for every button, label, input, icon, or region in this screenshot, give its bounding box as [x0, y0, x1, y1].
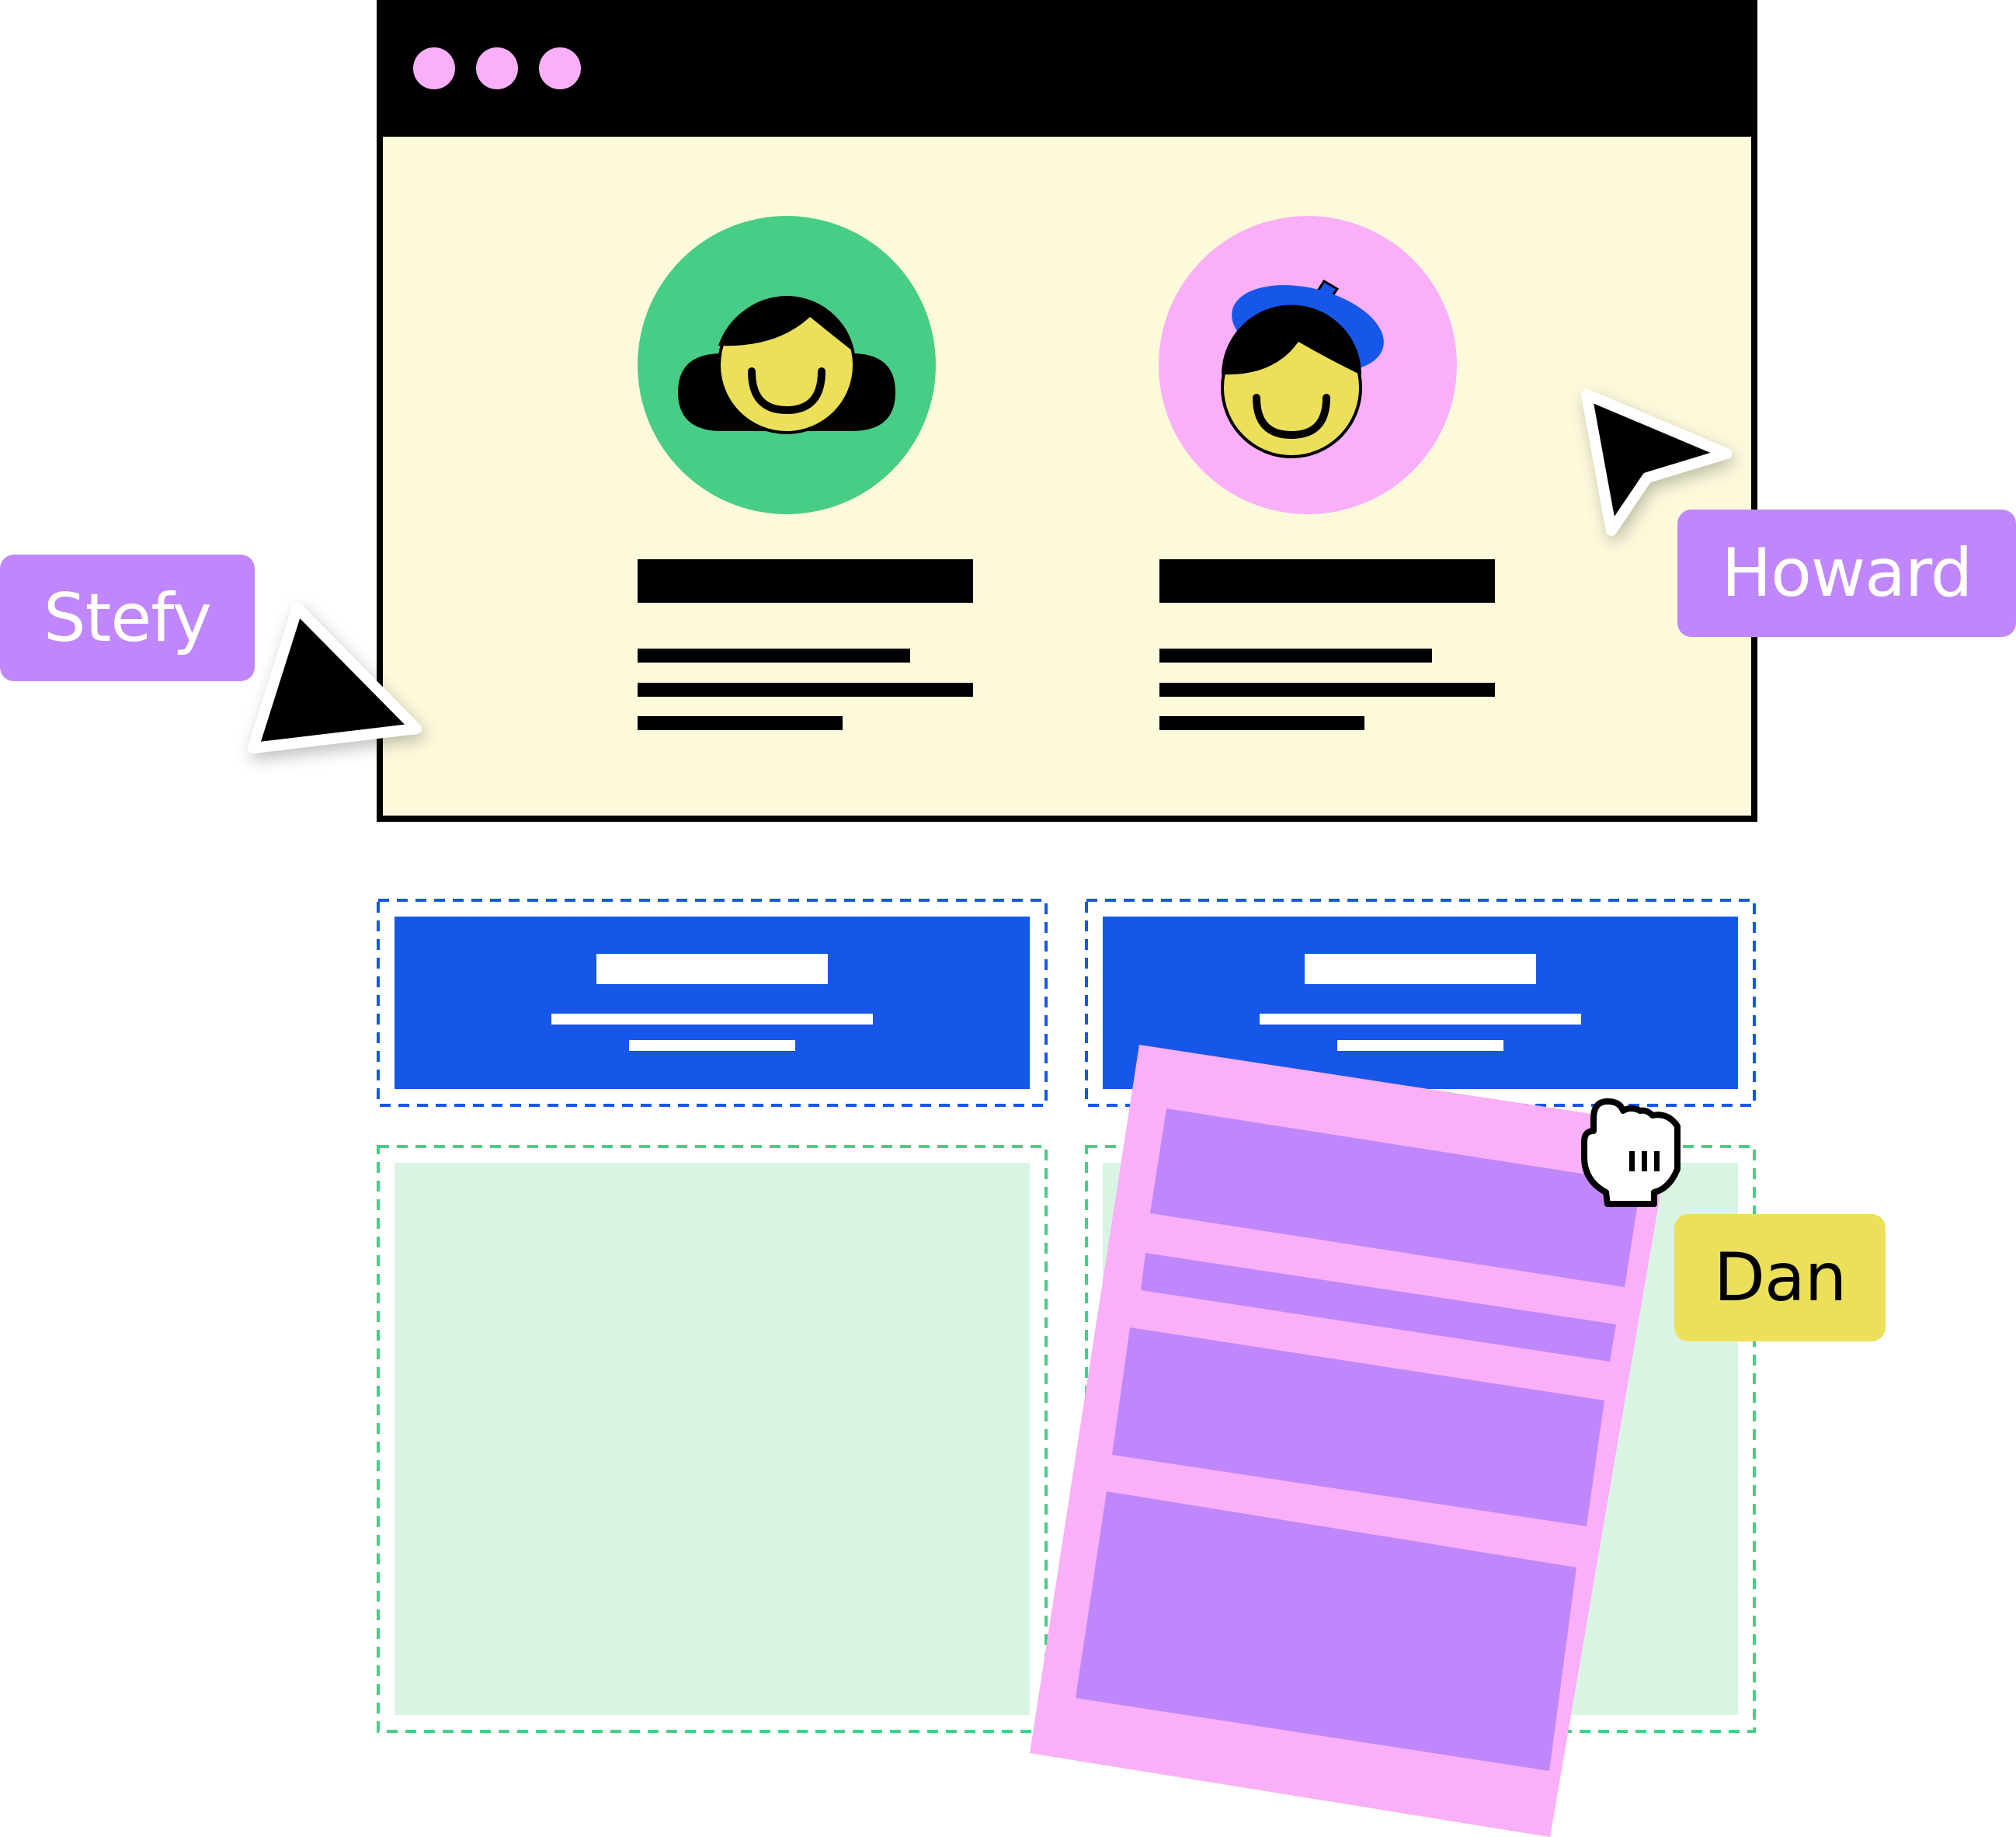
selection-outline-blue-1 [377, 899, 1048, 1107]
browser-content-area [377, 0, 1757, 822]
window-dot-3[interactable] [539, 47, 581, 89]
blue-block-2[interactable] [1085, 899, 1756, 1107]
dragged-card[interactable] [1030, 1045, 1672, 1837]
dan-grab-hand-cursor-icon [1581, 1098, 1681, 1207]
profile-2-text-line-2 [1159, 683, 1495, 697]
browser-title-bar [377, 0, 1757, 137]
profile-2-name-bar [1159, 559, 1495, 603]
stefy-name-label: Stefy [0, 555, 255, 681]
profile-1-name-bar [638, 559, 973, 603]
window-dot-1[interactable] [413, 47, 455, 89]
dan-name-label: Dan [1674, 1214, 1886, 1341]
howard-name-label: Howard [1677, 510, 2016, 637]
profile-card-1 [638, 216, 973, 730]
blue-block-1[interactable] [377, 899, 1048, 1107]
profile-1-text-line-1 [638, 649, 910, 663]
profile-card-2 [1159, 216, 1495, 730]
window-dot-2[interactable] [476, 47, 518, 89]
smiling-face-beret-icon [1221, 279, 1384, 458]
profile-2-text-line-1 [1159, 649, 1432, 663]
stefy-arrow-cursor-icon [248, 603, 422, 753]
profile-1-text-line-2 [638, 683, 973, 697]
profile-2-text-line-3 [1159, 716, 1364, 730]
profile-1-text-line-3 [638, 716, 843, 730]
selection-outline-green-1 [377, 1145, 1048, 1733]
browser-window [377, 0, 1757, 822]
selection-outline-blue-2 [1085, 899, 1756, 1107]
smiling-face-bun-hair-icon [678, 296, 895, 434]
howard-arrow-cursor-icon [1581, 389, 1732, 536]
green-block-1[interactable] [377, 1145, 1048, 1733]
